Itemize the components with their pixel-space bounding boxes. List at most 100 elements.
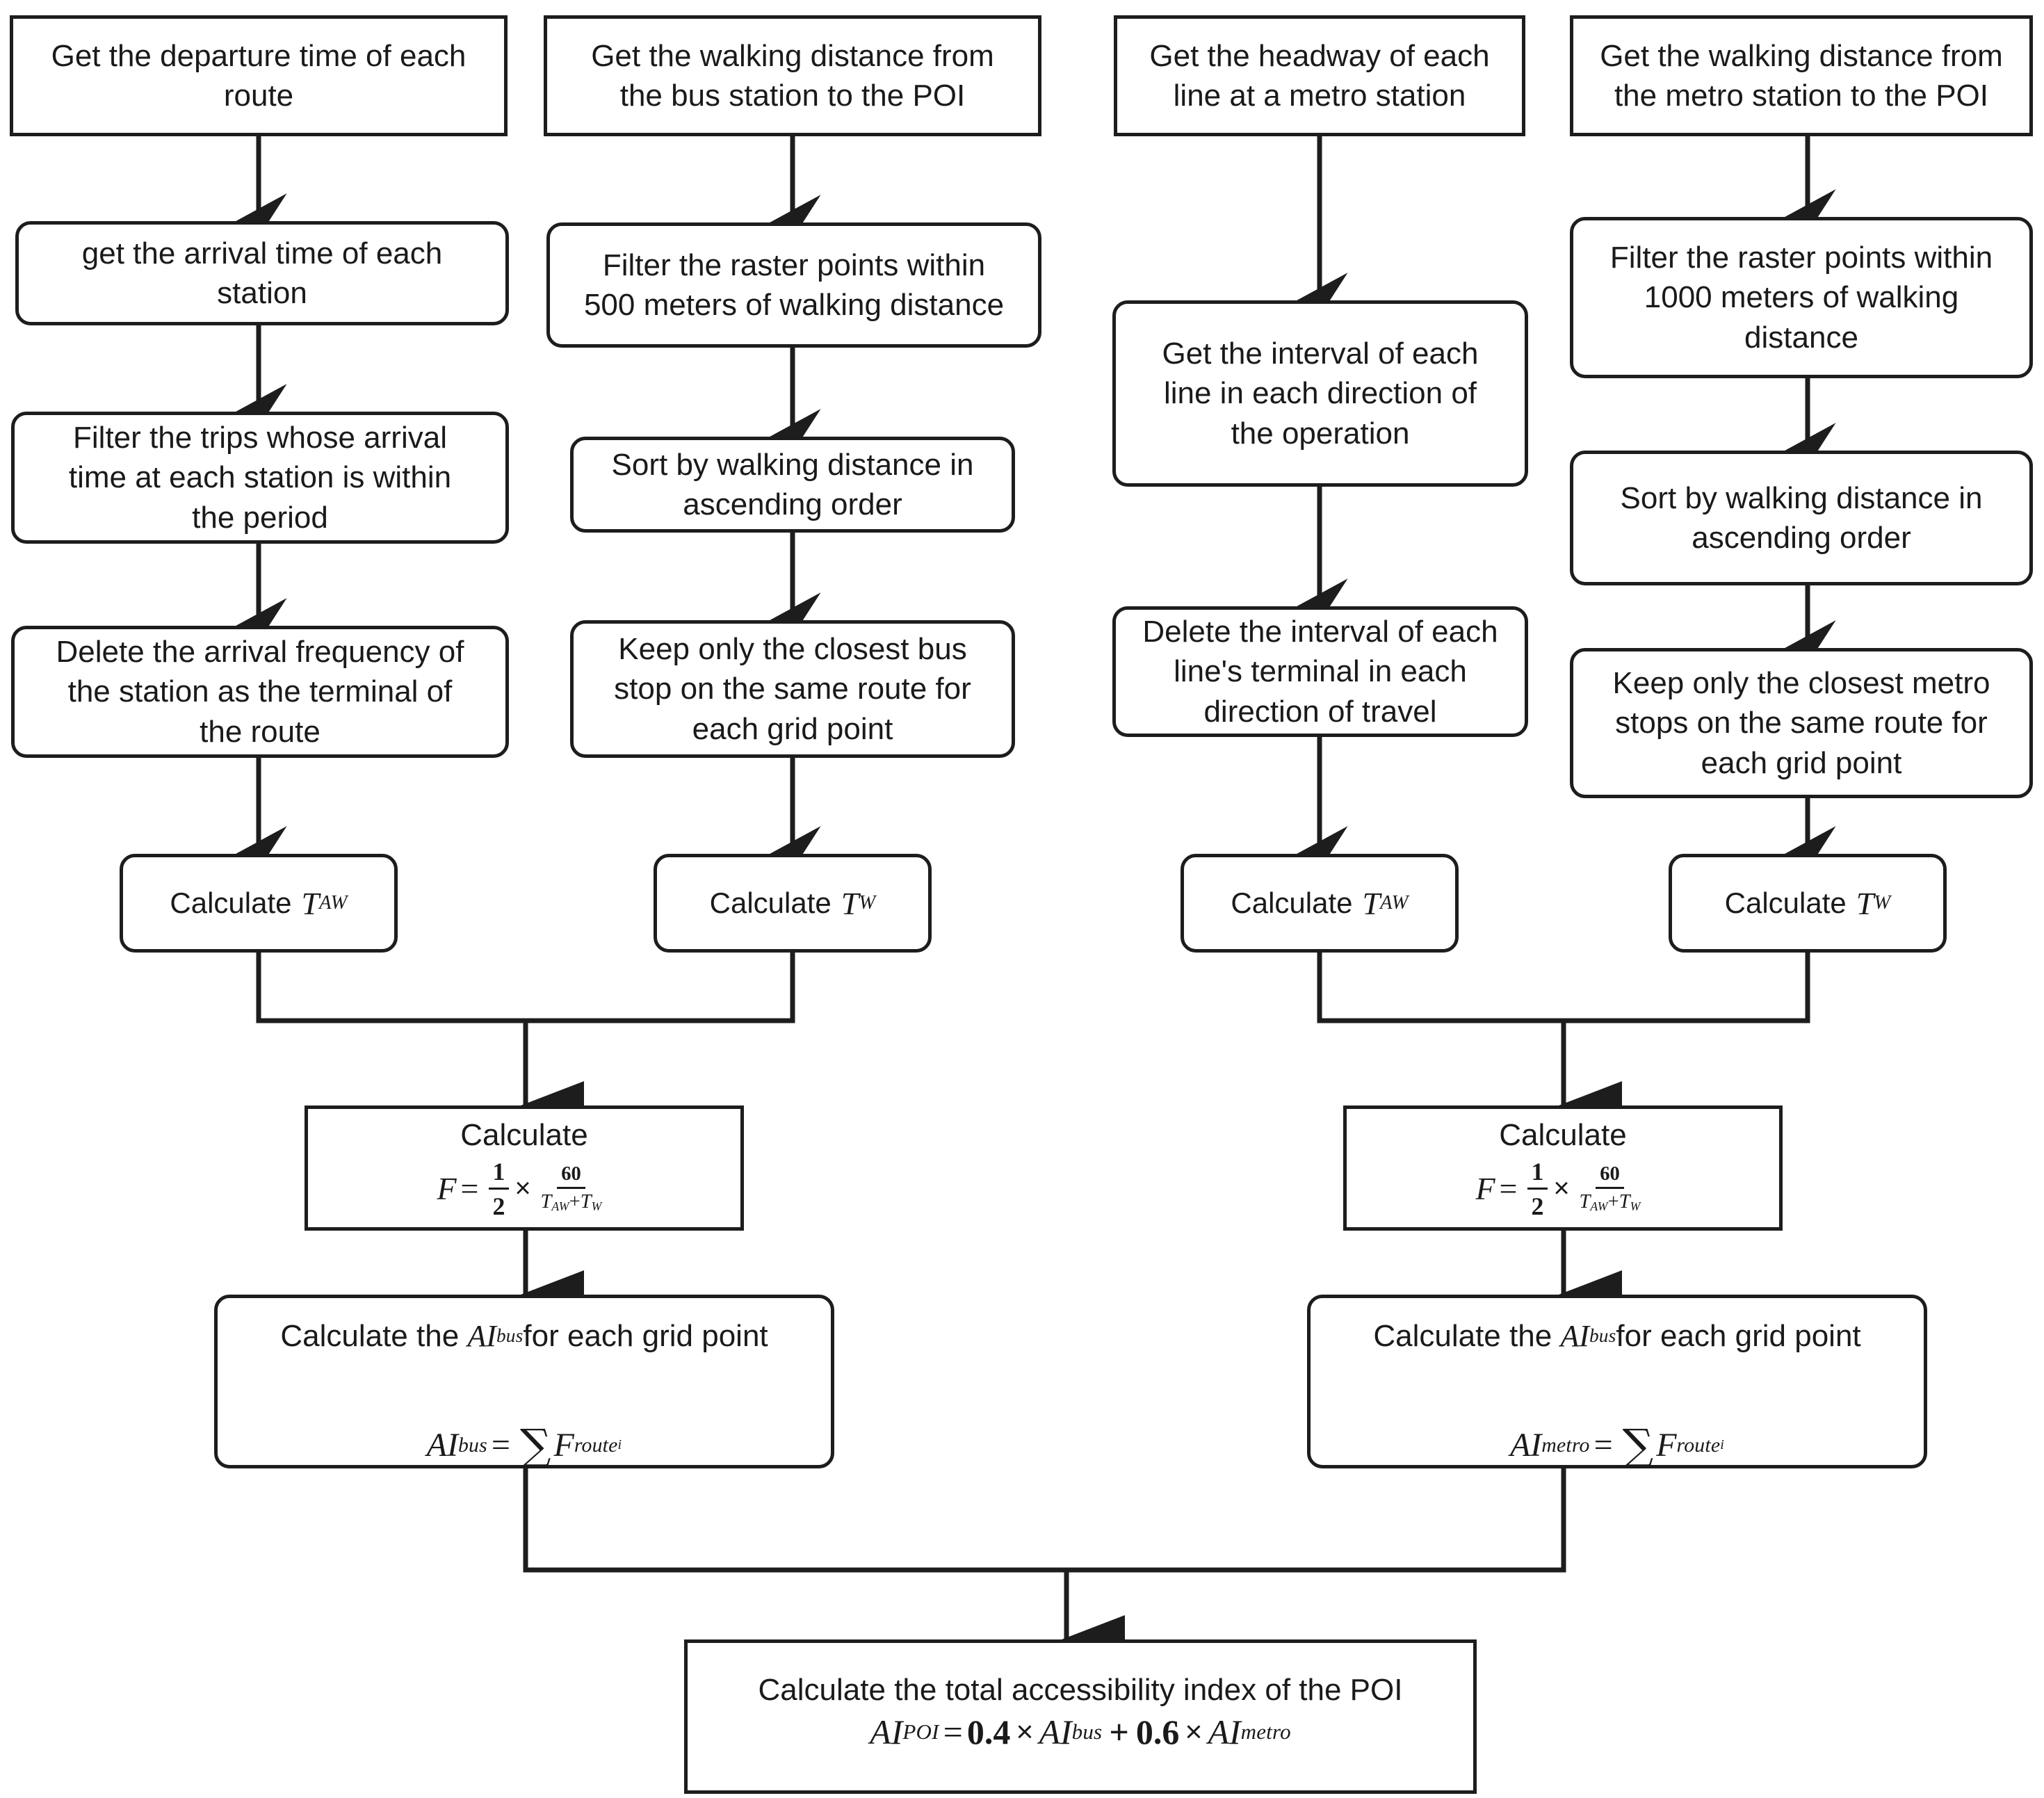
calc-word: Calculate (709, 886, 832, 919)
node-get-metro-headway[interactable]: Get the headway of each line at a metro … (1114, 15, 1525, 136)
node-label: Get the departure time of each route (51, 38, 467, 113)
formula-title: Calculate (460, 1117, 588, 1152)
sixty-over-sum-fraction: 60 TAW+TW (1575, 1163, 1645, 1214)
plus-sign: + (1109, 1712, 1129, 1751)
node-label: Get the interval of each line in each di… (1162, 337, 1479, 451)
node-filter-raster-1000m[interactable]: Filter the raster points within 1000 met… (1570, 217, 2033, 378)
one-half-fraction: 1 2 (1527, 1157, 1548, 1221)
summation-sign: ∑ (1622, 1420, 1654, 1471)
multiply-sign: × (1553, 1173, 1570, 1204)
node-calculate-total-accessibility[interactable]: Calculate the total accessibility index … (684, 1639, 1477, 1794)
f-lhs: F (1475, 1171, 1495, 1206)
calc-word: Calculate (1231, 886, 1353, 919)
node-filter-raster-500m[interactable]: Filter the raster points within 500 mete… (546, 222, 1041, 348)
calc-word: Calculate (1724, 886, 1847, 919)
node-delete-terminal-interval[interactable]: Delete the interval of each line's termi… (1112, 606, 1528, 737)
node-label: Delete the interval of each line's termi… (1142, 615, 1498, 729)
aipoi-lhs: AI (870, 1712, 903, 1751)
node-label: Sort by walking distance in ascending or… (1620, 480, 1983, 555)
fraction-numerator: 60 (1596, 1163, 1624, 1190)
node-label: Filter the raster points within 500 mete… (583, 248, 1005, 322)
f-formula: F = 1 2 × 60 TAW+TW (437, 1157, 611, 1221)
ai-equals: = (491, 1427, 510, 1464)
ai-lhs: AI (1509, 1427, 1542, 1464)
t-symbol: T (1856, 885, 1874, 921)
node-keep-closest-metro-stop[interactable]: Keep only the closest metro stops on the… (1570, 648, 2033, 798)
node-calculate-f-metro[interactable]: Calculate F = 1 2 × 60 TAW+TW (1343, 1105, 1783, 1231)
node-filter-trips-period[interactable]: Filter the trips whose arrival time at e… (11, 412, 509, 544)
node-label: Filter the raster points within 1000 met… (1609, 241, 1993, 355)
t-symbol: T (841, 885, 859, 921)
node-sort-walking-distance-metro[interactable]: Sort by walking distance in ascending or… (1570, 451, 2033, 585)
node-label: Filter the trips whose arrival time at e… (68, 421, 452, 535)
t-symbol: T (301, 885, 320, 921)
t-subscript: W (859, 892, 876, 914)
ai-symbol: AI (1560, 1319, 1589, 1353)
node-get-line-interval[interactable]: Get the interval of each line in each di… (1112, 300, 1528, 487)
half-numerator: 1 (1527, 1157, 1548, 1190)
t-symbol: T (1362, 885, 1381, 921)
fraction-denominator: TAW+TW (1579, 1191, 1641, 1213)
sixty-over-sum-fraction: 60 TAW+TW (537, 1163, 606, 1214)
edge-merge-right (1317, 953, 1810, 1023)
multiply-sign: × (514, 1173, 531, 1204)
node-label: get the arrival time of each station (81, 236, 443, 310)
node-get-bus-walking-distance[interactable]: Get the walking distance from the bus st… (544, 15, 1041, 136)
ai-equals: = (1593, 1427, 1613, 1464)
f-term: F (553, 1427, 574, 1464)
t-subscript: W (1874, 892, 1891, 914)
multiply-sign-1: × (1016, 1715, 1034, 1749)
node-keep-closest-bus-stop[interactable]: Keep only the closest bus stop on the sa… (570, 620, 1015, 758)
f-equals: = (460, 1171, 479, 1206)
ai-metro-term: AI (1208, 1712, 1241, 1751)
f-formula: F = 1 2 × 60 TAW+TW (1475, 1157, 1650, 1221)
node-label: Get the walking distance from the bus st… (591, 38, 994, 113)
ai-lhs: AI (426, 1427, 458, 1464)
node-get-arrival-time[interactable]: get the arrival time of each station (15, 221, 509, 325)
f-term: F (1656, 1427, 1677, 1464)
final-title: Calculate the total accessibility index … (758, 1673, 1403, 1707)
node-label: Get the walking distance from the metro … (1600, 38, 2003, 113)
node-delete-terminal-frequency[interactable]: Delete the arrival frequency of the stat… (11, 626, 509, 758)
one-half-fraction: 1 2 (488, 1157, 510, 1221)
node-sort-walking-distance-bus[interactable]: Sort by walking distance in ascending or… (570, 437, 1015, 533)
node-label: Keep only the closest bus stop on the sa… (614, 632, 971, 746)
node-label: Get the headway of each line at a metro … (1149, 38, 1490, 113)
node-label: Keep only the closest metro stops on the… (1612, 666, 1990, 780)
node-calculate-f-bus[interactable]: Calculate F = 1 2 × 60 TAW+TW (305, 1105, 744, 1231)
half-denominator: 2 (1531, 1192, 1544, 1220)
half-denominator: 2 (492, 1192, 505, 1220)
node-label: Sort by walking distance in ascending or… (611, 447, 974, 521)
node-label: Delete the arrival frequency of the stat… (56, 635, 464, 749)
t-subscript: AW (319, 892, 348, 914)
edge-merge-left (256, 953, 795, 1023)
fraction-denominator: TAW+TW (540, 1191, 602, 1213)
node-get-departure-time[interactable]: Get the departure time of each route (10, 15, 508, 136)
t-subscript: AW (1380, 892, 1409, 914)
multiply-sign-2: × (1185, 1715, 1203, 1749)
ai-symbol: AI (467, 1319, 496, 1353)
summation-sign: ∑ (519, 1420, 551, 1471)
final-equals: = (943, 1712, 963, 1751)
fraction-numerator: 60 (557, 1163, 585, 1190)
formula-title: Calculate (1499, 1117, 1627, 1152)
calc-word: Calculate (170, 886, 292, 919)
node-get-metro-walking-distance[interactable]: Get the walking distance from the metro … (1570, 15, 2033, 136)
half-numerator: 1 (488, 1157, 510, 1190)
